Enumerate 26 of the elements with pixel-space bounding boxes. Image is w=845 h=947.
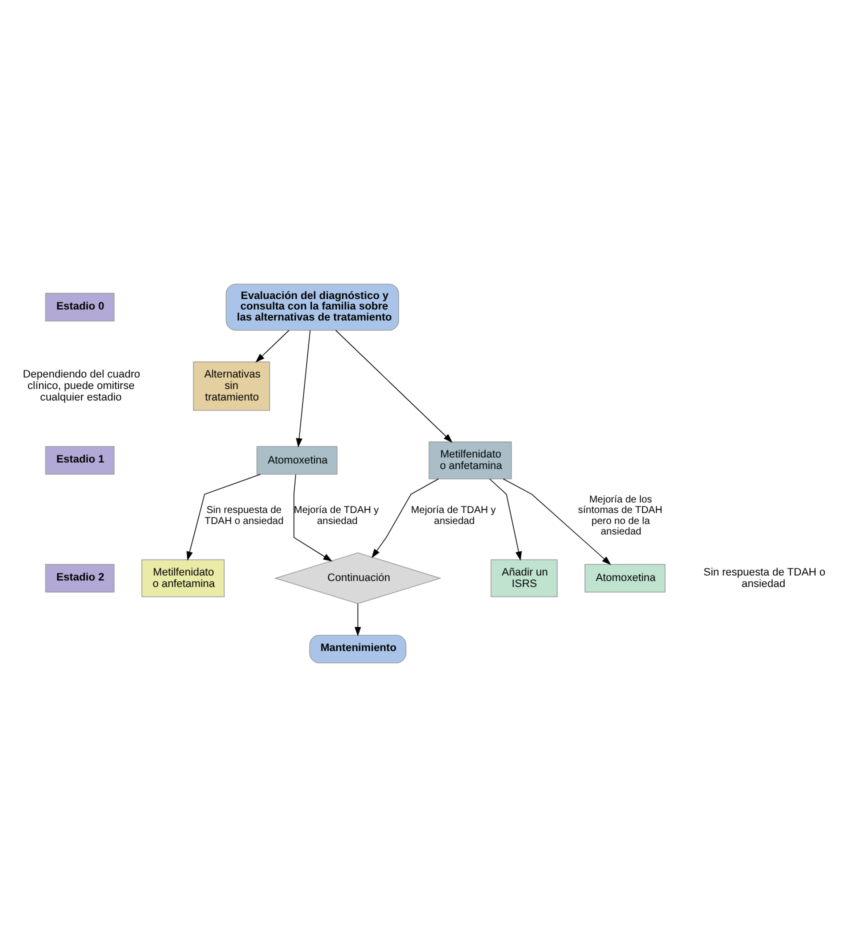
edge-label: Mejoría de TDAH y ansiedad — [294, 505, 379, 527]
node-box: Alternativas sin tratamiento — [193, 361, 270, 411]
arrow — [372, 478, 439, 558]
arrow — [489, 478, 522, 561]
arrow — [502, 478, 612, 566]
node-box: Añadir un ISRS — [490, 559, 558, 598]
arrow — [354, 603, 362, 636]
arrow — [296, 330, 310, 448]
node-box: Metilfenidato o anfetamina — [428, 442, 512, 480]
edge-label: Mejoría de los síntomas de TDAH pero no de la ansiedad — [578, 494, 662, 538]
arrow — [294, 474, 332, 562]
arrow — [186, 474, 261, 561]
label: Dependiendo del cuadro clínico, puede omitirse cualquier estadio — [22, 368, 140, 404]
edge-label: Sin respuesta de TDAH o ansiedad — [204, 505, 284, 527]
node-box: Estadio 0 — [45, 292, 114, 322]
node-box: Metilfenidato o anfetamina — [141, 559, 225, 598]
node-box: Evaluación del diagnóstico y consulta con la familia sobre las alternativas de tratamiento — [226, 284, 400, 331]
label: Sin respuesta de TDAH o ansiedad — [704, 566, 826, 590]
node-box: Mantenimiento — [309, 634, 406, 664]
edge-label: Mejoría de TDAH y ansiedad — [410, 505, 496, 527]
arrow — [255, 330, 290, 362]
node-box: Atomoxetina — [584, 564, 666, 592]
node-box: Estadio 1 — [45, 446, 114, 475]
node-box: Atomoxetina — [256, 446, 338, 475]
node-box: Estadio 2 — [45, 564, 114, 592]
arrow — [335, 330, 453, 443]
